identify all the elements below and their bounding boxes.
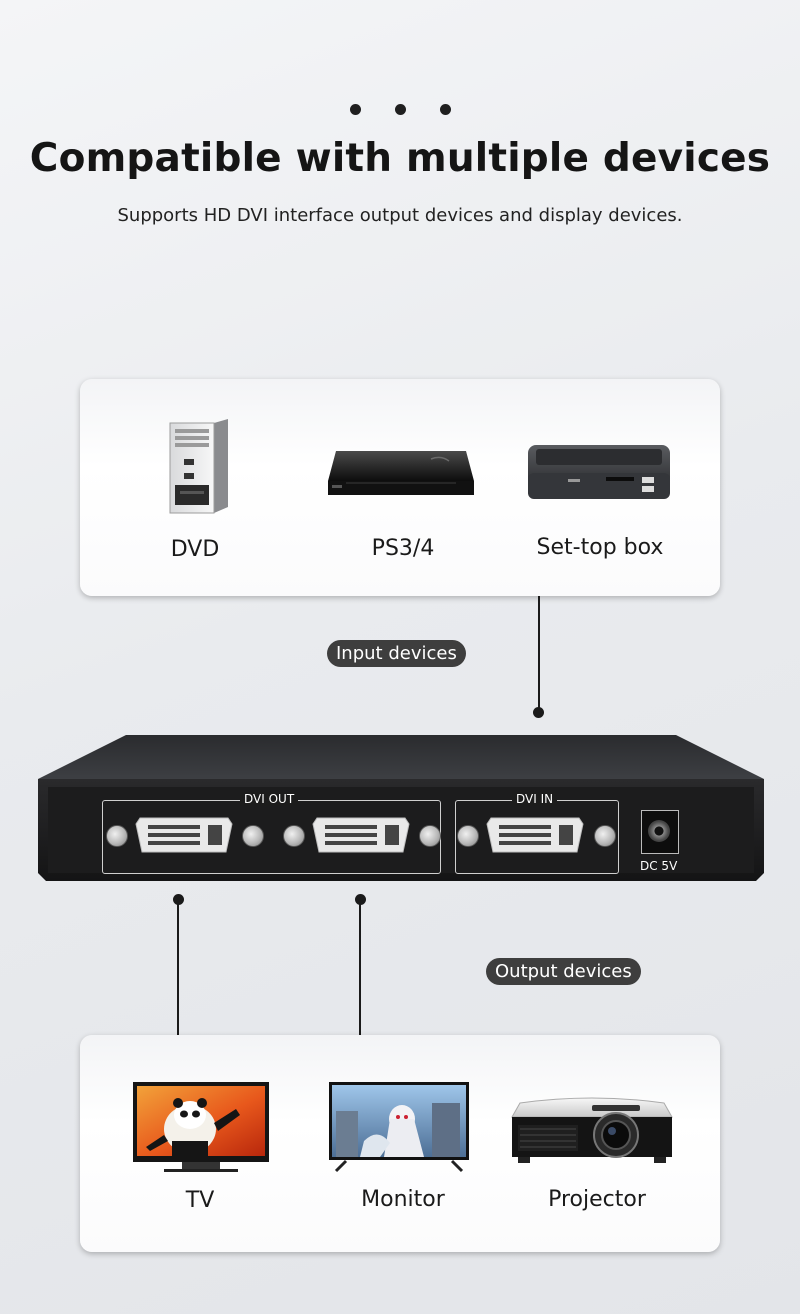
dvi-in-port (486, 817, 584, 853)
input-devices-card: DVD PS3/4 Set-top box (80, 379, 720, 596)
dvi-in-label: DVI IN (512, 792, 558, 806)
decorative-dots (0, 104, 800, 115)
pc-tower-icon (169, 419, 228, 514)
screw-icon (419, 825, 441, 847)
device-label-dvd: DVD (170, 537, 220, 562)
screw-icon (242, 825, 264, 847)
dot-icon (349, 104, 361, 115)
device-label-tv: TV (185, 1188, 215, 1213)
monitor-icon (329, 1082, 469, 1173)
page-title: Compatible with multiple devices (29, 136, 771, 181)
dot-icon (439, 104, 451, 115)
dvi-out-label: DVI OUT (240, 792, 299, 806)
screw-icon (457, 825, 479, 847)
dvi-out-port-1 (135, 817, 233, 853)
dc-5v-label: DC 5V (640, 859, 678, 873)
power-jack-icon (648, 820, 670, 842)
device-label-ps34: PS3/4 (371, 536, 435, 561)
screw-icon (283, 825, 305, 847)
tv-icon (133, 1082, 269, 1172)
game-console-icon (328, 451, 474, 495)
output-devices-card: TV Monitor Projector (80, 1035, 720, 1252)
dot-icon (394, 104, 406, 115)
connector-dot-icon (533, 707, 544, 718)
device-label-projector: Projector (548, 1187, 646, 1212)
screw-icon (594, 825, 616, 847)
input-devices-badge: Input devices (327, 640, 466, 667)
input-connector-line (538, 596, 540, 713)
set-top-box-icon (528, 445, 670, 499)
device-label-set-top-box: Set-top box (536, 535, 664, 560)
projector-icon (511, 1097, 673, 1163)
dc-power-jack (641, 810, 679, 854)
dvi-out-port-2 (312, 817, 410, 853)
output-connector-line-monitor (359, 899, 361, 1035)
output-connector-line-tv (177, 899, 179, 1035)
page-subtitle: Supports HD DVI interface output devices… (117, 205, 683, 226)
screw-icon (106, 825, 128, 847)
device-label-monitor: Monitor (361, 1187, 445, 1212)
output-devices-badge: Output devices (486, 958, 641, 985)
